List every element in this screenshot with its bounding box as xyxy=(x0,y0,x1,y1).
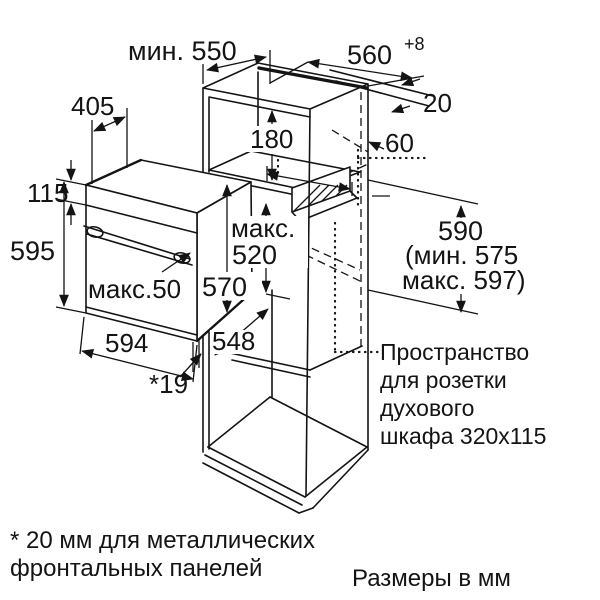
dim-niche-width-tolerance: +8 xyxy=(404,34,425,54)
dim-oven-rear-depth: 548 xyxy=(212,326,255,356)
oven-door-bottom-line xyxy=(85,306,198,336)
label-bg-570 xyxy=(198,272,262,300)
footnote-line-1: * 20 мм для металлических xyxy=(10,527,315,554)
dim-niche-height: 590 xyxy=(438,216,483,246)
dim-oven-width: 594 xyxy=(105,328,148,358)
dimension-labels: мин. 550 560 +8 20 60 405 115 595 макс.5… xyxy=(10,34,526,399)
dim-niche-height-max: макс. 597) xyxy=(402,265,526,295)
socket-note-line-1: Пространство xyxy=(380,339,529,365)
label-bg-548 xyxy=(210,330,266,354)
dim-front-panel-overlap: *19 xyxy=(149,369,188,399)
dim-rear-top-gap: 20 xyxy=(423,88,452,118)
dim-niche-height-min: (мин. 575 xyxy=(405,240,518,270)
units-note: Размеры в мм xyxy=(352,565,511,592)
footnote-line-2: фронтальных панелей xyxy=(10,555,262,582)
label-bg-180 xyxy=(246,126,300,152)
dim-upper-compartment-height: 180 xyxy=(250,124,293,154)
socket-note: Пространство для розетки духового шкафа … xyxy=(380,339,546,449)
socket-note-line-4: шкафа 320x115 xyxy=(380,423,546,449)
dim-oven-top-depth: 405 xyxy=(71,91,114,121)
socket-note-line-3: духового xyxy=(380,395,474,421)
dimension-annotations xyxy=(55,50,479,383)
dim-door-clearance: макс.50 xyxy=(88,274,181,304)
footnotes: * 20 мм для металлических фронтальных па… xyxy=(10,527,511,592)
dim-niche-width: 560 xyxy=(347,40,392,70)
socket-note-line-2: для розетки xyxy=(380,367,507,393)
dim-niche-clearance: 520 xyxy=(232,240,277,270)
dim-top-depth: мин. 550 xyxy=(128,36,237,66)
dim-oven-body-height: 570 xyxy=(202,272,247,302)
dim-control-panel-height: 115 xyxy=(27,178,68,208)
dim-oven-height: 595 xyxy=(10,236,55,266)
oven-control-panel-line xyxy=(85,204,198,234)
dim-niche-clearance-prefix: макс. xyxy=(231,213,295,243)
dim-socket-offset: 60 xyxy=(385,128,414,158)
cabinet-drawing xyxy=(202,62,434,514)
label-bg-520 xyxy=(228,216,308,268)
